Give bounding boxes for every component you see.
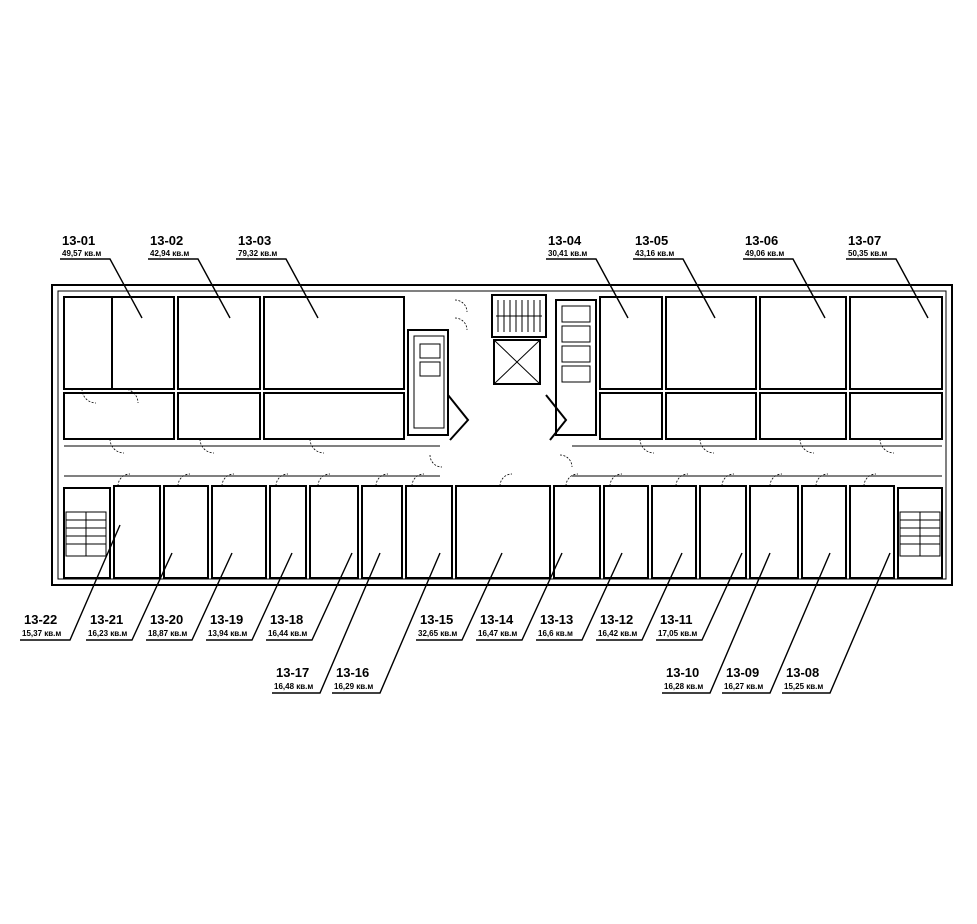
room-label-13-20: 13-20 18,87 кв.м <box>146 552 233 641</box>
room-label-13-18: 13-18 16,44 кв.м <box>266 552 353 641</box>
south-rooms <box>63 485 943 579</box>
room-label-13-07: 13-07 50,35 кв.м <box>846 233 929 319</box>
room-label-13-12: 13-12 16,42 кв.м <box>596 552 683 641</box>
svg-text:18,87 кв.м: 18,87 кв.м <box>148 629 187 638</box>
svg-text:16,23 кв.м: 16,23 кв.м <box>88 629 127 638</box>
svg-text:16,6 кв.м: 16,6 кв.м <box>538 629 573 638</box>
room-label-13-16: 13-16 16,29 кв.м <box>332 552 441 694</box>
room-label-13-19: 13-19 13,94 кв.м <box>206 552 293 641</box>
svg-text:16,29 кв.м: 16,29 кв.м <box>334 682 373 691</box>
svg-text:13-18: 13-18 <box>270 612 303 627</box>
svg-text:13-05: 13-05 <box>635 233 668 248</box>
room-label-13-06: 13-06 49,06 кв.м <box>743 233 826 319</box>
room-label-13-22: 13-22 15,37 кв.м <box>20 524 121 641</box>
north-rooms <box>63 296 943 440</box>
corridor-walls <box>64 445 942 477</box>
svg-text:13-11: 13-11 <box>660 612 693 627</box>
svg-text:17,05 кв.м: 17,05 кв.м <box>658 629 697 638</box>
north-labels: 13-01 49,57 кв.м 13-02 42,94 кв.м 13-03 … <box>60 233 929 319</box>
door-swings <box>81 299 895 487</box>
svg-text:13-06: 13-06 <box>745 233 778 248</box>
svg-text:13-14: 13-14 <box>480 612 514 627</box>
svg-text:13-13: 13-13 <box>540 612 573 627</box>
svg-text:16,48 кв.м: 16,48 кв.м <box>274 682 313 691</box>
south-labels-row1: 13-22 15,37 кв.м 13-21 16,23 кв.м 13-20 … <box>20 524 743 641</box>
svg-text:13-10: 13-10 <box>666 665 699 680</box>
svg-text:13-12: 13-12 <box>600 612 633 627</box>
svg-text:13-04: 13-04 <box>548 233 582 248</box>
svg-text:13-20: 13-20 <box>150 612 183 627</box>
building-core <box>407 294 597 441</box>
room-label-13-15: 13-15 32,65 кв.м <box>416 552 503 641</box>
svg-text:32,65 кв.м: 32,65 кв.м <box>418 629 457 638</box>
room-label-13-14: 13-14 16,47 кв.м <box>476 552 563 641</box>
room-label-13-03: 13-03 79,32 кв.м <box>236 233 319 319</box>
room-label-13-17: 13-17 16,48 кв.м <box>272 552 381 694</box>
room-label-13-13: 13-13 16,6 кв.м <box>536 552 623 641</box>
room-label-13-11: 13-11 17,05 кв.м <box>656 552 743 641</box>
room-label-13-21: 13-21 16,23 кв.м <box>86 552 173 641</box>
room-label-13-09: 13-09 16,27 кв.м <box>722 552 831 694</box>
svg-text:13-08: 13-08 <box>786 665 819 680</box>
svg-text:13-09: 13-09 <box>726 665 759 680</box>
building-outline <box>51 284 953 586</box>
svg-text:13-03: 13-03 <box>238 233 271 248</box>
svg-text:43,16 кв.м: 43,16 кв.м <box>635 249 674 258</box>
svg-text:13-22: 13-22 <box>24 612 57 627</box>
svg-text:13-16: 13-16 <box>336 665 369 680</box>
room-label-13-05: 13-05 43,16 кв.м <box>633 233 716 319</box>
svg-text:42,94 кв.м: 42,94 кв.м <box>150 249 189 258</box>
svg-text:13-07: 13-07 <box>848 233 881 248</box>
room-label-13-10: 13-10 16,28 кв.м <box>662 552 771 694</box>
svg-text:30,41 кв.м: 30,41 кв.м <box>548 249 587 258</box>
svg-text:16,44 кв.м: 16,44 кв.м <box>268 629 307 638</box>
svg-text:16,27 кв.м: 16,27 кв.м <box>724 682 763 691</box>
svg-text:13-19: 13-19 <box>210 612 243 627</box>
svg-text:13-01: 13-01 <box>62 233 95 248</box>
svg-text:13-15: 13-15 <box>420 612 453 627</box>
svg-text:16,28 кв.м: 16,28 кв.м <box>664 682 703 691</box>
svg-text:49,06 кв.м: 49,06 кв.м <box>745 249 784 258</box>
room-label-13-08: 13-08 15,25 кв.м <box>782 552 891 694</box>
svg-text:13-21: 13-21 <box>90 612 123 627</box>
svg-text:13-02: 13-02 <box>150 233 183 248</box>
svg-text:50,35 кв.м: 50,35 кв.м <box>848 249 887 258</box>
svg-text:49,57 кв.м: 49,57 кв.м <box>62 249 101 258</box>
room-label-13-02: 13-02 42,94 кв.м <box>148 233 231 319</box>
svg-text:15,25 кв.м: 15,25 кв.м <box>784 682 823 691</box>
svg-text:16,42 кв.м: 16,42 кв.м <box>598 629 637 638</box>
south-labels-row2: 13-17 16,48 кв.м 13-16 16,29 кв.м 13-10 … <box>272 552 891 694</box>
room-label-13-04: 13-04 30,41 кв.м <box>546 233 629 319</box>
end-stairs <box>65 511 941 557</box>
svg-text:16,47 кв.м: 16,47 кв.м <box>478 629 517 638</box>
svg-text:13,94 кв.м: 13,94 кв.м <box>208 629 247 638</box>
svg-text:79,32 кв.м: 79,32 кв.м <box>238 249 277 258</box>
svg-text:15,37 кв.м: 15,37 кв.м <box>22 629 61 638</box>
svg-text:13-17: 13-17 <box>276 665 309 680</box>
room-label-13-01: 13-01 49,57 кв.м <box>60 233 143 319</box>
